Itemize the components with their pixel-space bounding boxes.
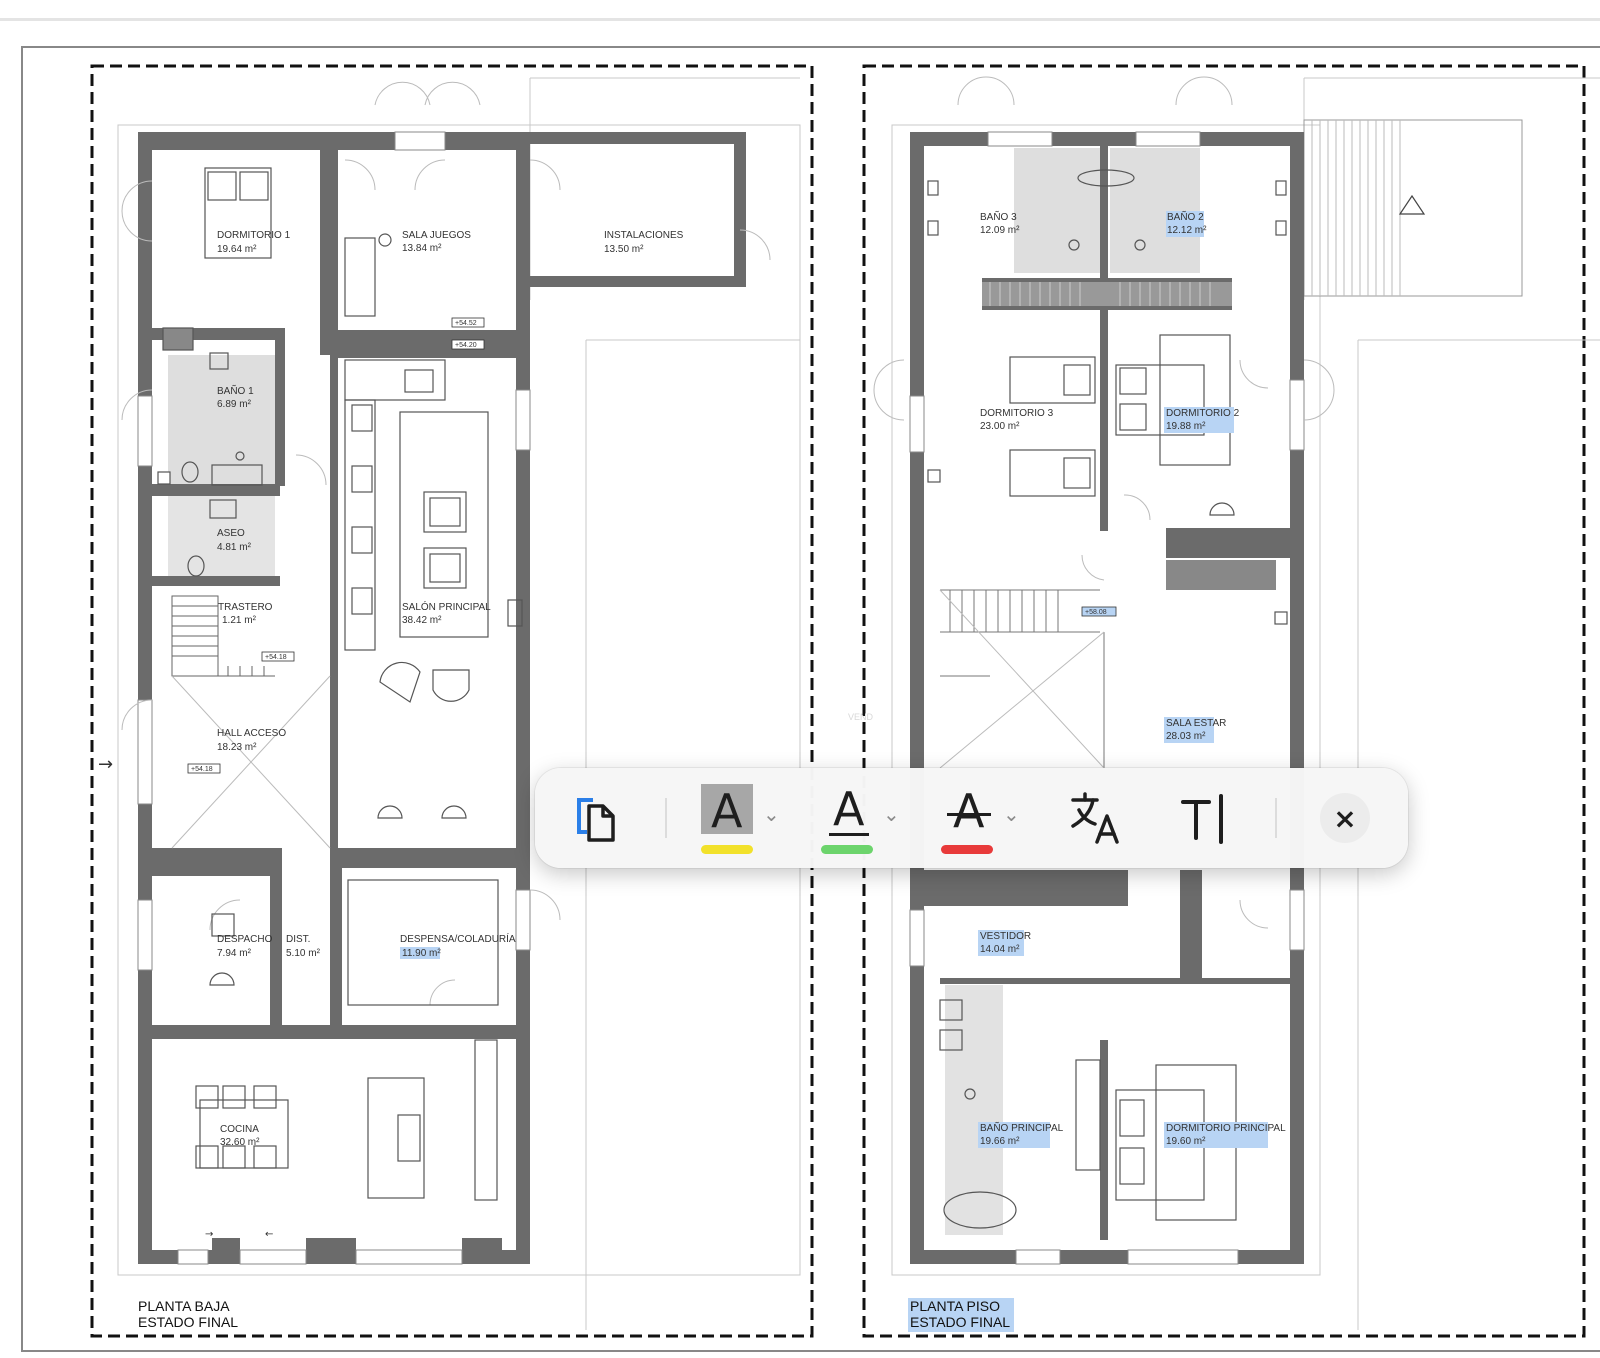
room-label: BAÑO 2 (1167, 210, 1204, 223)
room-area: 12.12 m² (1167, 225, 1207, 236)
room-label: SALA ESTAR (1166, 718, 1226, 729)
highlight-button[interactable]: A ⌄ (683, 768, 783, 868)
room-label: DESPENSA/COLADURÍA (400, 932, 516, 945)
chevron-down-icon[interactable]: ⌄ (1003, 802, 1020, 826)
room-area: 6.89 m² (217, 399, 252, 410)
toolbar-separator (665, 798, 667, 838)
room-label: DORMITORIO 1 (217, 230, 291, 241)
translate-button[interactable] (1057, 768, 1137, 868)
plan-subtitle: ESTADO FINAL (138, 1314, 238, 1330)
room-area: 18.23 m² (217, 742, 257, 753)
copy-document-icon (577, 798, 615, 842)
room-area: 19.64 m² (217, 244, 257, 255)
sheet-border (21, 46, 1600, 1352)
close-icon: × (1333, 801, 1357, 835)
underline-button[interactable]: A ⌄ (803, 768, 903, 868)
highlight-icon: A (711, 784, 743, 838)
underline-rule (829, 833, 869, 836)
strikethrough-icon: A (953, 784, 985, 838)
plan-subtitle: ESTADO FINAL (910, 1314, 1010, 1330)
room-area: 13.84 m² (402, 243, 442, 254)
room-area: 38.42 m² (402, 615, 442, 626)
room-area: 12.09 m² (980, 225, 1020, 236)
room-area: 1.21 m² (222, 615, 257, 626)
level-mark: +54.52 (455, 320, 477, 327)
room-area: 11.90 m² (402, 948, 441, 959)
room-area: 7.94 m² (217, 948, 252, 959)
translate-icon (1071, 792, 1119, 844)
room-label: ASEO (217, 528, 245, 539)
room-label: SALÓN PRINCIPAL (402, 600, 491, 613)
svg-text:→: → (98, 754, 113, 775)
chevron-down-icon[interactable]: ⌄ (763, 802, 780, 826)
room-label: BAÑO 3 (980, 210, 1017, 223)
room-area: 14.04 m² (980, 944, 1020, 955)
room-area: 23.00 m² (980, 421, 1020, 432)
text-recognition-icon (1181, 794, 1223, 844)
room-label: DORMITORIO 3 (980, 408, 1054, 419)
underline-icon: A (833, 782, 865, 836)
plan-title: PLANTA BAJA (138, 1298, 230, 1314)
room-label: COCINA (220, 1124, 259, 1135)
ground-floor-plan: → → ← +54.52 +54.20 +54.18 +54.18 DORMIT… (90, 64, 814, 1338)
level-mark: +58.08 (1085, 609, 1107, 616)
room-label: HALL ACCESO (217, 728, 286, 739)
level-mark: +54.18 (191, 766, 213, 773)
strike-color-bar (941, 845, 993, 854)
highlight-color-bar (701, 845, 753, 854)
room-area: 5.10 m² (286, 948, 321, 959)
text-recognition-button[interactable] (1167, 768, 1247, 868)
watermark: VEND (848, 712, 874, 722)
room-label: DIST. (286, 934, 310, 945)
room-label: SALA JUEGOS (402, 230, 471, 241)
room-label: TRASTERO (218, 602, 273, 613)
room-area: 19.60 m² (1166, 1136, 1206, 1147)
close-button[interactable]: × (1305, 768, 1385, 868)
plan-title: PLANTA PISO (910, 1298, 1000, 1314)
svg-text:←: ← (265, 1229, 273, 1240)
room-area: 19.88 m² (1166, 421, 1206, 432)
level-mark: +54.20 (455, 342, 477, 349)
copy-button[interactable] (557, 768, 633, 868)
room-area: 32.60 m² (220, 1137, 260, 1148)
room-label: INSTALACIONES (604, 230, 684, 241)
strike-rule (947, 813, 991, 816)
room-label: DESPACHO (217, 934, 273, 945)
room-area: 4.81 m² (217, 542, 252, 553)
underline-color-bar (821, 845, 873, 854)
level-mark: +54.18 (265, 654, 287, 661)
room-label: DORMITORIO PRINCIPAL (1166, 1123, 1286, 1134)
strikethrough-button[interactable]: A ⌄ (923, 768, 1023, 868)
room-area: 19.66 m² (980, 1136, 1020, 1147)
upper-floor-plan: +58.08 VEND BAÑO 3 12.09 m² BAÑO 2 12.12… (848, 64, 1600, 1338)
room-area: 13.50 m² (604, 244, 644, 255)
highlight-swatch (701, 784, 753, 834)
room-label: BAÑO PRINCIPAL (980, 1121, 1064, 1134)
room-label: BAÑO 1 (217, 384, 254, 397)
toolbar-separator (1275, 798, 1277, 838)
chevron-down-icon[interactable]: ⌄ (883, 802, 900, 826)
svg-text:→: → (205, 1229, 213, 1240)
room-area: 28.03 m² (1166, 731, 1206, 742)
room-label: DORMITORIO 2 (1166, 408, 1240, 419)
room-label: VESTIDOR (980, 931, 1031, 942)
top-divider (0, 18, 1600, 21)
text-selection-toolbar: A ⌄ A ⌄ A ⌄ (535, 768, 1408, 868)
